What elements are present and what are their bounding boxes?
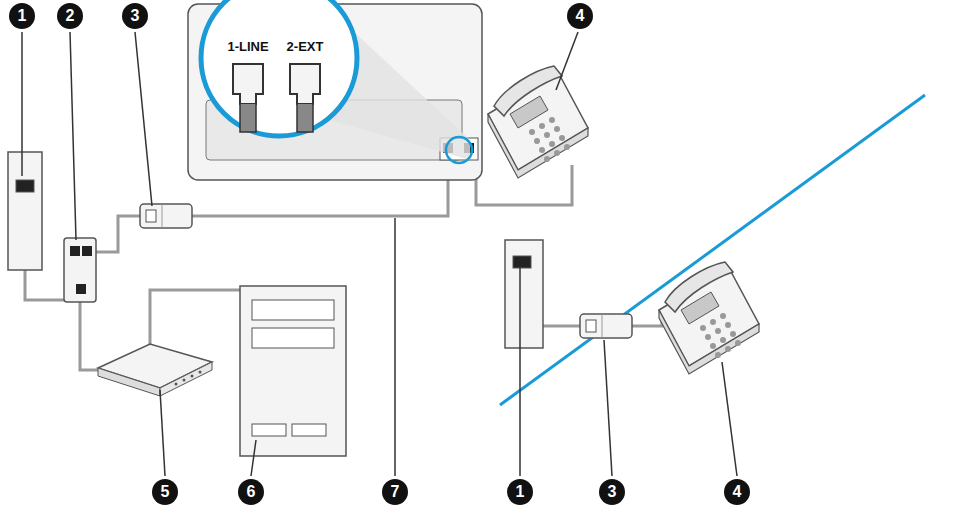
callout-number: 2 <box>57 3 83 29</box>
callout-number: 7 <box>382 479 408 505</box>
callout-number: 4 <box>567 3 593 29</box>
callout-number: 3 <box>122 3 148 29</box>
callout-number: 6 <box>238 479 264 505</box>
port-label: 2-EXT <box>286 39 325 54</box>
callout-number: 3 <box>599 479 625 505</box>
callout-number: 1 <box>507 479 533 505</box>
callout-number: 5 <box>152 479 178 505</box>
port-label: 1-LINE <box>226 39 269 54</box>
callout-number: 4 <box>724 479 750 505</box>
callout-number: 1 <box>9 3 35 29</box>
